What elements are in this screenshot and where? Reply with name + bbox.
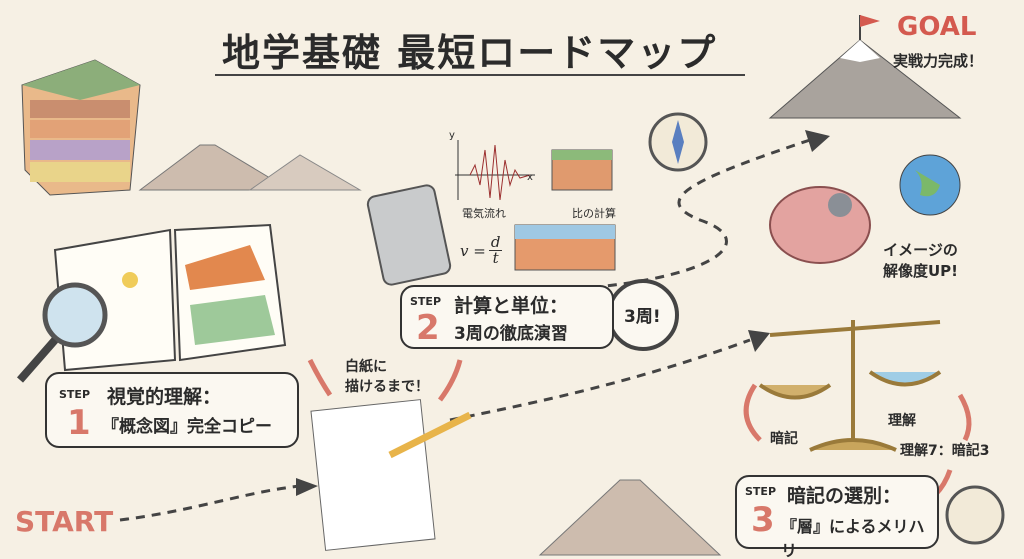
curved-arrow-icon <box>307 358 333 397</box>
flag-icon <box>860 15 880 27</box>
axis-y-label: y <box>449 130 455 141</box>
step2-number: 2 <box>416 308 440 348</box>
earth-layers-icon <box>21 59 141 196</box>
volcano-icon <box>138 144 292 191</box>
step1-step-label: STEP <box>59 388 91 401</box>
step2-description: 3周の徹底演習 <box>454 324 568 344</box>
step2-title: 計算と単位： <box>454 295 569 317</box>
goal-subtitle: 実戦力完成！ <box>893 52 984 70</box>
axis-x-label: x <box>527 172 533 183</box>
formula-lhs: v = <box>460 241 486 260</box>
formula-numerator: d <box>488 233 503 251</box>
curved-arrow-icon <box>957 393 972 442</box>
compass-icon <box>945 485 1005 545</box>
note-line1: 白紙に <box>345 359 387 375</box>
pencil-icon <box>388 411 472 459</box>
curved-arrow-icon <box>743 383 762 442</box>
step3-number: 3 <box>751 500 775 540</box>
note-blank-paper: 白紙に 描けるまで！ <box>345 358 429 397</box>
ratio-text: 理解7：暗記3 <box>900 443 990 459</box>
arrow-head-icon <box>296 478 318 496</box>
volcano-icon <box>538 479 722 556</box>
brain-caption-line2: 解像度UP! <box>883 262 959 280</box>
step3-description: 『層』によるメリハリ <box>781 517 925 559</box>
step3-title: 暗記の選別： <box>787 485 902 507</box>
step3-step-label: STEP <box>745 485 777 498</box>
timer-label: 3周! <box>624 307 661 327</box>
note-line2: 描けるまで！ <box>345 378 429 395</box>
roadmap-path-2 <box>449 338 751 422</box>
arrow-head-icon <box>748 330 770 352</box>
goal-mountain-icon <box>768 39 962 119</box>
arrow-head-icon <box>805 130 830 152</box>
goal-label: GOAL <box>897 12 977 42</box>
formula-denominator: t <box>492 249 499 267</box>
page-title: 地学基礎 最短ロードマップ <box>222 31 718 75</box>
brain-caption: イメージの 解像度UP! <box>883 240 958 282</box>
balance-scale-icon <box>758 320 942 452</box>
title-underline <box>215 74 745 76</box>
ratio-label: 比の計算 <box>572 207 616 220</box>
step1-number: 1 <box>67 403 91 443</box>
brain-caption-line1: イメージの <box>883 241 958 259</box>
curved-arrow-icon <box>437 359 463 402</box>
gear-icon <box>828 193 852 217</box>
mountain-icon <box>248 154 362 191</box>
notebook-icon <box>53 223 287 372</box>
memorize-label: 暗記 <box>770 431 798 447</box>
step1-description: 『概念図』完全コピー <box>102 417 272 437</box>
start-label: START <box>15 505 114 538</box>
step3-card: STEP 3 暗記の選別： 『層』によるメリハリ <box>735 475 939 559</box>
velocity-formula: v = d t <box>460 233 503 267</box>
roadmap-path-3 <box>559 138 811 292</box>
calculator-icon <box>366 184 452 286</box>
wave-label: 電気流れ <box>462 207 506 220</box>
understand-label: 理解 <box>888 413 916 429</box>
roadmap-path <box>119 483 311 522</box>
blank-paper <box>310 399 436 551</box>
brain-icon <box>769 186 871 264</box>
step2-step-label: STEP <box>410 295 442 308</box>
step1-card: STEP 1 視覚的理解： 『概念図』完全コピー <box>45 372 299 448</box>
step1-title: 視覚的理解： <box>107 386 222 408</box>
magnifier-icon <box>42 282 108 348</box>
seismic-wave-icon <box>469 144 531 201</box>
step2-card: STEP 2 計算と単位： 3周の徹底演習 <box>400 285 614 349</box>
